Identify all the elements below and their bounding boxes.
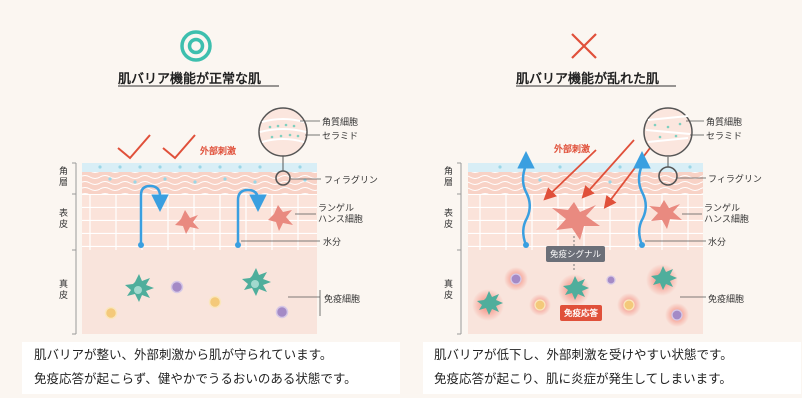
right-title: 肌バリア機能が乱れた肌 — [516, 72, 660, 87]
left-epidermis-label: 表 皮 — [59, 209, 69, 230]
right-langerhans-label: ランゲル ハンス細胞 — [704, 204, 749, 225]
left-stratum-corneum-label: 角 層 — [59, 167, 69, 188]
left-immune-cell-label: 免疫細胞 — [324, 295, 361, 305]
left-caption-line-1: 肌バリアが整い、外部刺激から肌が守られています。 — [34, 347, 333, 362]
right-corneocyte-label: 角質細胞 — [706, 118, 743, 128]
right-epidermis-label: 表 皮 — [444, 209, 454, 230]
left-water-label: 水分 — [323, 238, 342, 248]
right-dermis-label: 真 皮 — [444, 280, 454, 301]
immune-response-badge: 免疫応答 — [560, 305, 603, 321]
right-stimulus-label: 外部刺激 — [554, 145, 591, 155]
left-caption-line-2: 免疫応答が起こらず、健やかでうるおいのある状態です。 — [34, 371, 357, 386]
right-immune-cell-label: 免疫細胞 — [708, 295, 745, 305]
left-corneocyte-label: 角質細胞 — [322, 118, 359, 128]
left-dermis-label: 真 皮 — [59, 280, 69, 301]
right-stratum-corneum-label: 角 層 — [444, 167, 454, 188]
right-caption-line-2: 免疫応答が起こり、肌に炎症が発生してしまいます。 — [434, 371, 732, 386]
left-filaggrin-label: フィラグリン — [324, 176, 378, 186]
immune-signal-badge: 免疫シグナル — [546, 246, 606, 262]
right-filaggrin-label: フィラグリン — [708, 175, 762, 185]
left-langerhans-label: ランゲル ハンス細胞 — [318, 204, 363, 225]
right-caption-line-1: 肌バリアが低下し、外部刺激を受けやすい状態です。 — [434, 347, 733, 362]
left-title: 肌バリア機能が正常な肌 — [118, 72, 262, 87]
right-water-label: 水分 — [708, 238, 727, 248]
left-stimulus-label: 外部刺激 — [200, 147, 237, 157]
right-ceramide-label: セラミド — [706, 132, 743, 142]
left-ceramide-label: セラミド — [322, 132, 359, 142]
